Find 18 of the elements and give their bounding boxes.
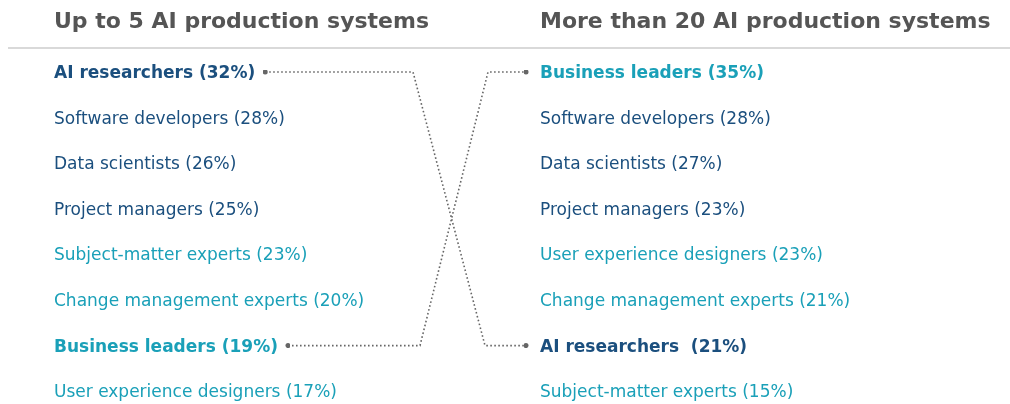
column-heading: More than 20 AI production systems (540, 8, 991, 33)
role-share-text: Software developers (28%) (54, 106, 285, 129)
role-share-text: User experience designers (23%) (540, 243, 823, 266)
role-share-text: AI researchers (32%) (54, 61, 256, 83)
role-share-text: Change management experts (21%) (540, 289, 851, 311)
role-share-text: Data scientists (26%) (54, 152, 237, 175)
role-share-text: Subject-matter experts (23%) (54, 243, 308, 266)
role-share-text: Software developers (28%) (540, 106, 771, 129)
role-share-text: Business leaders (35%) (540, 61, 764, 83)
role-share-text: User experience designers (17%) (54, 380, 337, 403)
role-share-text: AI researchers (21%) (540, 334, 748, 357)
column-heading: Up to 5 AI production systems (54, 8, 430, 33)
role-share-text: Data scientists (27%) (540, 152, 723, 175)
role-share-text: Project managers (23%) (540, 197, 746, 220)
role-share-text: Project managers (25%) (54, 197, 260, 220)
role-share-text: Subject-matter experts (15%) (540, 380, 794, 403)
role-share-text: Change management experts (20%) (54, 289, 365, 311)
role-share-text: Business leaders (19%) (54, 334, 278, 357)
